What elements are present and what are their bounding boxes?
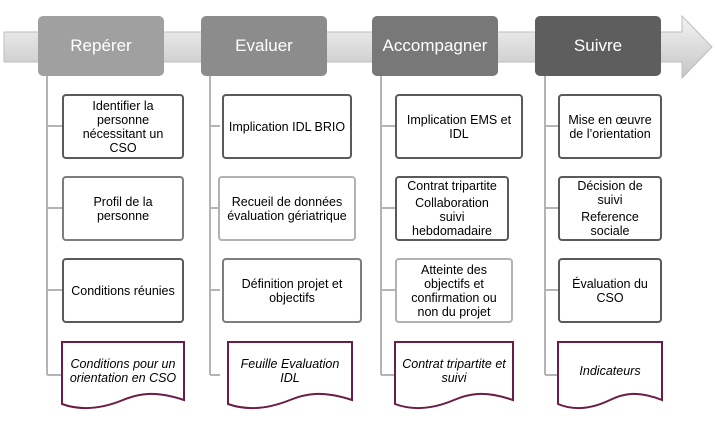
step-contrat-collaboration: Contrat tripartite Collaboration suivi h… bbox=[395, 176, 509, 241]
header-3-shape bbox=[372, 16, 498, 76]
header-suivre: Suivre bbox=[573, 36, 623, 55]
document-conditions-orientation: Conditions pour un orientation en CSO bbox=[62, 342, 184, 408]
document-shape bbox=[394, 341, 514, 410]
document-shape bbox=[557, 341, 663, 410]
step-implication-idl-brio: Implication IDL BRIO bbox=[222, 94, 352, 159]
document-indicateurs: Indicateurs bbox=[558, 342, 662, 408]
document-text: Contrat tripartite et suivi bbox=[402, 357, 506, 385]
step-definition-projet: Définition projet et objectifs bbox=[222, 258, 362, 323]
step-text: Évaluation du CSO bbox=[572, 276, 648, 305]
step-implication-ems-idl: Implication EMS et IDL bbox=[395, 94, 523, 159]
step-text-contrat: Contrat tripartite bbox=[407, 179, 497, 193]
step-text: Profil de la personne bbox=[93, 194, 153, 223]
step-atteinte-objectifs: Atteinte des objectifs et confirmation o… bbox=[395, 258, 513, 323]
header-4-shape bbox=[535, 16, 661, 76]
step-text: Atteinte des objectifs et confirmation o… bbox=[411, 262, 497, 319]
step-text: Implication IDL BRIO bbox=[228, 119, 346, 134]
step-conditions-reunies: Conditions réunies bbox=[62, 258, 184, 323]
step-text-collaboration: Collaboration suivi hebdomadaire bbox=[412, 196, 492, 238]
header-evaluer: Evaluer bbox=[235, 36, 293, 55]
step-text: Implication EMS et IDL bbox=[406, 112, 512, 141]
step-identifier-personne: Identifier la personne nécessitant un CS… bbox=[62, 94, 184, 159]
step-text: Mise en œuvre de l’orientation bbox=[568, 112, 652, 141]
document-feuille-evaluation: Feuille Evaluation IDL bbox=[228, 342, 352, 408]
document-contrat-tripartite: Contrat tripartite et suivi bbox=[395, 342, 513, 408]
document-shape bbox=[227, 341, 353, 410]
step-mise-en-oeuvre: Mise en œuvre de l’orientation bbox=[558, 94, 662, 159]
document-shape bbox=[61, 341, 185, 410]
step-text-decision: Décision de suivi bbox=[577, 179, 643, 207]
step-text: Recueil de données évaluation gériatriqu… bbox=[227, 194, 347, 223]
document-text: Feuille Evaluation IDL bbox=[240, 357, 340, 385]
header-accompagner: Accompagner bbox=[382, 36, 488, 55]
step-text-reference: Reference sociale bbox=[581, 210, 639, 238]
step-recueil-donnees: Recueil de données évaluation gériatriqu… bbox=[218, 176, 356, 241]
document-shapes bbox=[61, 341, 663, 410]
step-evaluation-cso: Évaluation du CSO bbox=[558, 258, 662, 323]
step-profil-personne: Profil de la personne bbox=[62, 176, 184, 241]
step-text: Identifier la personne nécessitant un CS… bbox=[82, 98, 164, 155]
step-text: Définition projet et objectifs bbox=[241, 276, 343, 305]
step-text: Conditions réunies bbox=[71, 283, 175, 298]
document-text: Indicateurs bbox=[579, 364, 641, 378]
header-2-shape bbox=[201, 16, 327, 76]
step-decision-suivi: Décision de suivi Reference sociale bbox=[558, 176, 662, 241]
header-reperer: Repérer bbox=[70, 36, 132, 55]
document-text: Conditions pour un orientation en CSO bbox=[69, 357, 177, 385]
connector-lines bbox=[46, 76, 558, 376]
header-1-shape bbox=[38, 16, 164, 76]
